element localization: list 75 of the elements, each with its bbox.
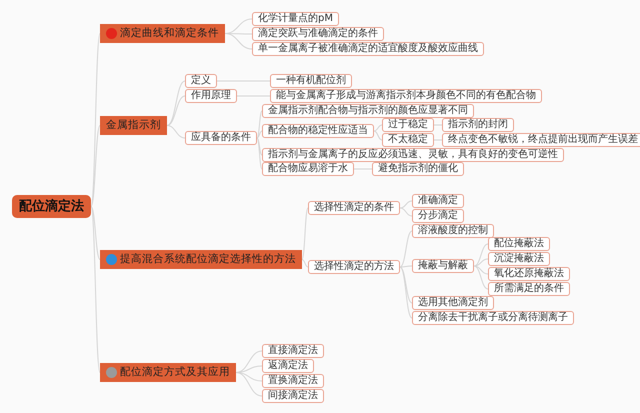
subtopic-box: 选用其他滴定剂 — [412, 296, 494, 310]
main-topic-box — [100, 363, 236, 382]
branch-line — [400, 266, 412, 318]
subtopic-box: 能与金属离子形成与游离指示剂本身颜色不同的有色配合物 — [270, 89, 542, 103]
subtopic-box: 单一金属离子被准确滴定的适宜酸度及酸效应曲线 — [252, 42, 484, 56]
main-topic-box — [100, 24, 225, 43]
branch-line — [400, 200, 412, 208]
subtopic-box: 准确滴定 — [412, 194, 464, 208]
subtopic-box: 应具备的条件 — [185, 131, 257, 145]
subtopic-box: 指示剂与金属离子的反应必须迅速、灵敏，具有良好的变色可逆性 — [262, 148, 564, 162]
branch-line — [474, 244, 488, 266]
topic-text: 提高混合系统配位滴定选择性的方法 — [120, 253, 296, 266]
topic-text: 配位滴定方式及其应用 — [120, 366, 230, 379]
branch-line — [474, 266, 488, 290]
main-topic-box — [100, 116, 167, 135]
branch-line — [224, 18, 252, 34]
topic-text: 金属指示剂 — [106, 119, 161, 132]
subtopic-box: 定义 — [185, 74, 217, 88]
subtopic-box: 滴定突跃与准确滴定的条件 — [252, 27, 384, 41]
branch-line — [374, 124, 382, 132]
branch-line — [90, 33, 100, 207]
branch-line — [374, 130, 382, 140]
branch-line — [236, 350, 262, 373]
subtopic-box: 化学计量点的pM — [252, 12, 339, 26]
branch-line — [236, 372, 262, 396]
branch-line — [434, 124, 442, 126]
subtopic-box: 配合物的稳定性应适当 — [262, 124, 374, 138]
branch-line — [302, 259, 308, 268]
branch-line — [400, 208, 412, 216]
subtopic-box: 氧化还原掩蔽法 — [488, 267, 570, 281]
branch-line — [400, 266, 412, 268]
subtopic-box: 配合物应易溶于水 — [262, 162, 354, 176]
branch-line — [256, 110, 262, 138]
subtopic-box: 过于稳定 — [382, 118, 434, 132]
subtopic-box: 避免指示剂的僵化 — [372, 162, 464, 176]
subtopic-box: 配位掩蔽法 — [488, 237, 550, 251]
branch-line — [166, 80, 186, 126]
subtopic-box: 掩蔽与解蔽 — [412, 259, 474, 273]
branch-line — [90, 206, 100, 260]
subtopic-box: 分离除去干扰离子或分离待测离子 — [412, 311, 574, 325]
branch-line — [400, 230, 412, 268]
main-topic-box — [100, 250, 302, 269]
central-topic: 配位滴定法 — [12, 195, 91, 218]
subtopic-box: 作用原理 — [185, 89, 237, 103]
subtopic-box: 终点变色不敏锐，终点提前出现而产生误差 — [442, 133, 640, 147]
subtopic-box: 金属指示剂配合物与指示剂的颜色应显著不同 — [262, 104, 474, 118]
subtopic-box: 选择性滴定的条件 — [308, 201, 400, 215]
subtopic-box: 一种有机配位剂 — [270, 74, 352, 88]
branch-line — [354, 168, 372, 170]
branch-line — [256, 130, 262, 138]
branch-line — [166, 125, 186, 138]
branch-line — [400, 266, 412, 304]
subtopic-box: 间接滴定法 — [262, 389, 324, 403]
branch-line — [166, 96, 186, 126]
branch-line — [224, 33, 252, 50]
branch-line — [474, 266, 488, 274]
branch-line — [236, 372, 262, 382]
subtopic-box: 选择性滴定的方法 — [308, 260, 400, 274]
subtopic-box: 溶液酸度的控制 — [412, 224, 494, 238]
topic-text: 滴定曲线和滴定条件 — [120, 27, 219, 40]
branch-line — [256, 138, 262, 170]
subtopic-box: 返滴定法 — [262, 359, 314, 373]
branch-line — [256, 138, 262, 156]
subtopic-box: 所需满足的条件 — [488, 282, 570, 296]
branch-line — [474, 258, 488, 266]
branch-line — [90, 125, 100, 207]
branch-line — [302, 208, 308, 260]
subtopic-box: 不太稳定 — [382, 133, 434, 147]
subtopic-box: 置换滴定法 — [262, 374, 324, 388]
branch-line — [216, 80, 270, 82]
subtopic-box: 分步滴定 — [412, 209, 464, 223]
subtopic-box: 指示剂的封闭 — [442, 118, 514, 132]
branch-line — [90, 206, 100, 373]
subtopic-box: 沉淀掩蔽法 — [488, 252, 550, 266]
subtopic-box: 直接滴定法 — [262, 344, 324, 358]
